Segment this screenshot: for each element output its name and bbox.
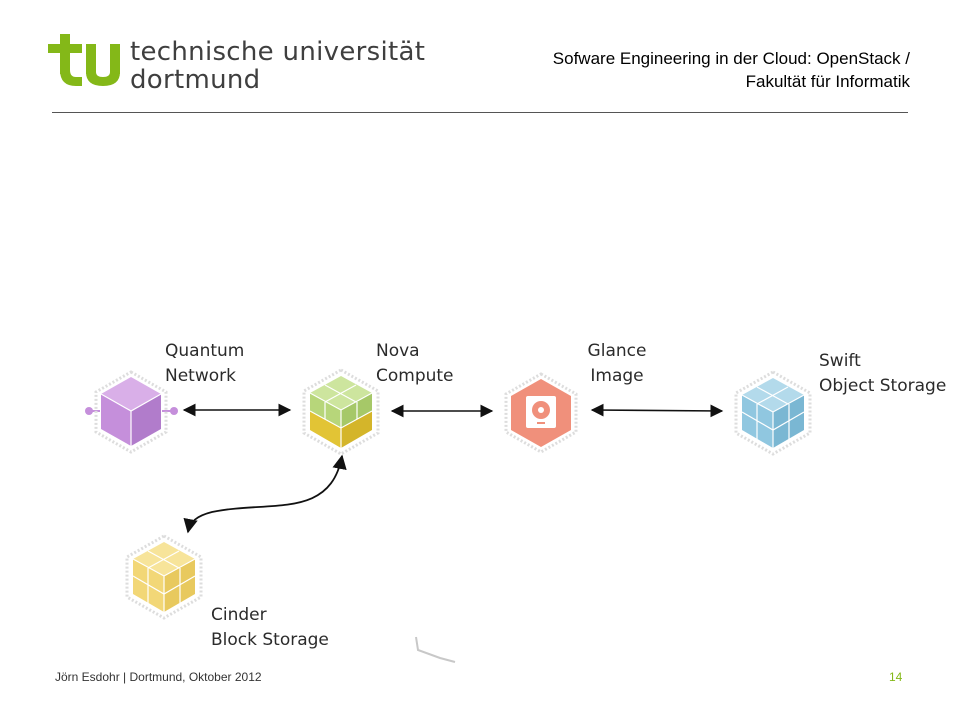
label-cinder-role: Block Storage [211,630,329,650]
logo-line-1: technische universität [130,37,426,67]
label-glance-role: Image [590,366,643,386]
edge-glance-swift [590,403,724,418]
label-nova-role: Compute [376,366,454,386]
label-glance-name: Glance [588,341,647,361]
header-title-line-2: Fakultät für Informatik [745,72,910,91]
label-quantum-name: Quantum [165,341,244,361]
node-cinder [125,534,203,620]
label-swift-role: Object Storage [819,376,946,396]
node-nova [302,368,380,456]
edge-nova-cinder [183,454,347,534]
label-swift-name: Swift [819,351,861,371]
slide-header: Sofware Engineering in der Cloud: OpenSt… [553,47,910,93]
logo-line-2: dortmund [130,65,261,95]
label-quantum-role: Network [165,366,236,386]
header-divider [52,112,908,113]
node-swift [734,370,812,456]
tu-logo-icon [48,34,120,86]
page-number: 14 [889,670,903,684]
label-nova-name: Nova [376,341,420,361]
node-glance [504,372,578,454]
faint-artifact [415,636,456,663]
node-quantum [85,370,178,454]
label-cinder-name: Cinder [211,605,267,625]
university-name: technische universität dortmund [130,38,425,94]
header-title-line-1: Sofware Engineering in der Cloud: OpenSt… [552,49,910,68]
footer-author-date: Jörn Esdohr | Dortmund, Oktober 2012 [55,670,262,684]
